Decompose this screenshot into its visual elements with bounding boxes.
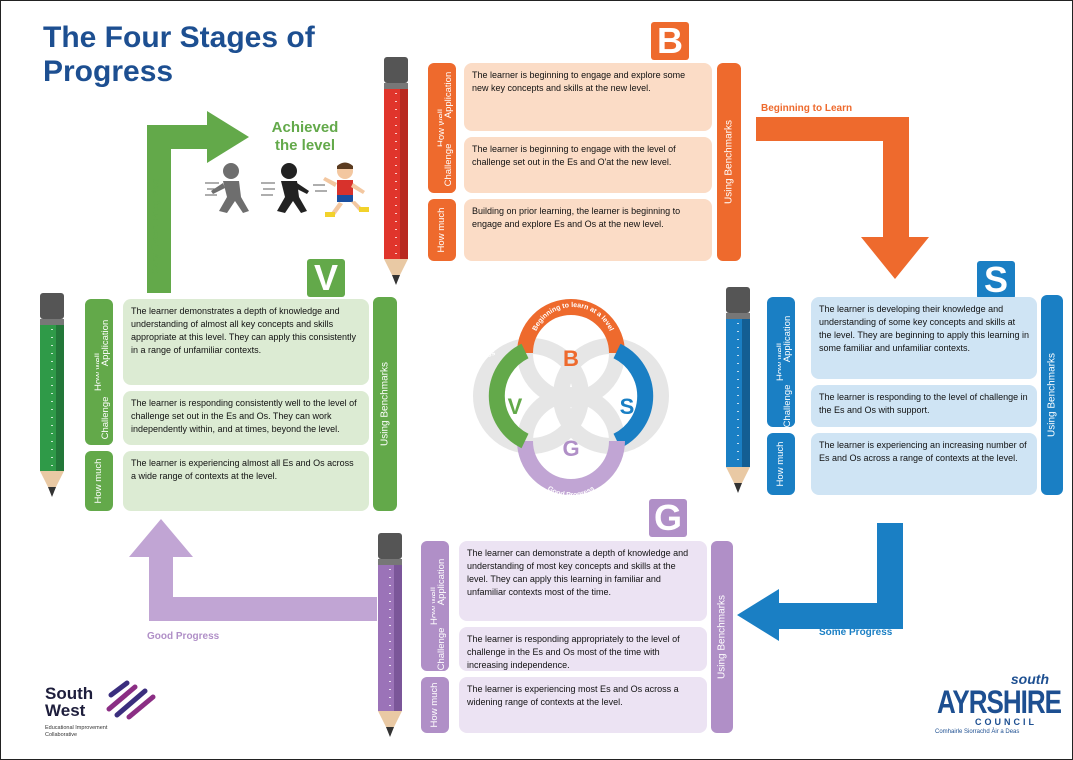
sw-logo-sub1: Educational Improvement: [45, 725, 108, 731]
card-g-breadth: The learner is experiencing most Es and …: [459, 677, 707, 733]
arrow-orange-shape: [756, 117, 929, 279]
sw-logo-mark-icon: [106, 680, 156, 720]
label-challenge-g: Challenge: [435, 627, 449, 671]
arrow-label-beginning: Beginning to Learn: [761, 103, 853, 114]
benchmarks-b: Using Benchmarks: [717, 63, 741, 261]
south-west-logo: South West Educational Improvement Colla…: [45, 680, 165, 745]
card-b-application: The learner is beginning to engage and e…: [464, 63, 712, 131]
sw-logo-text: South West: [45, 684, 94, 720]
card-b-breadth: Building on prior learning, the learner …: [464, 199, 712, 261]
card-g-challenge: The learner is responding appropriately …: [459, 627, 707, 671]
stage-letter-v: V: [307, 259, 345, 297]
stage-letter-s: S: [977, 261, 1015, 299]
card-v-application: The learner demonstrates a depth of know…: [123, 299, 369, 385]
stage-letter-g: G: [649, 499, 687, 537]
card-b-challenge: The learner is beginning to engage with …: [464, 137, 712, 193]
label-challenge-b: Challenge: [442, 137, 456, 193]
speed-lines: [205, 182, 327, 196]
runners-illustration: [205, 162, 369, 217]
label-challenge-s: Challenge: [781, 384, 795, 428]
stage-letter-b: B: [651, 22, 689, 60]
ay-gaelic: Comhairle Siorrachd Àir a Deas: [935, 729, 1020, 735]
ay-council: COUNCIL: [975, 717, 1037, 727]
label-how-much-s: How much: [767, 433, 795, 495]
benchmarks-v: Using Benchmarks: [373, 297, 397, 511]
runner-shadow-2-icon: [277, 163, 309, 213]
card-g-application: The learner can demonstrate a depth of k…: [459, 541, 707, 621]
label-application-g: Application: [435, 543, 449, 621]
arrow-green-shape: [147, 111, 249, 293]
label-application-s: Application: [781, 299, 795, 379]
label-challenge-v: Challenge: [99, 391, 113, 445]
arrow-label-good-progress: Good Progress: [147, 631, 220, 642]
pencil-blue-icon: [726, 287, 750, 493]
arc-v: [488, 343, 529, 449]
center-letter-v: V: [508, 394, 523, 419]
benchmarks-g: Using Benchmarks: [711, 541, 733, 733]
label-how-much-g: How much: [421, 677, 449, 733]
center-letter-s: S: [620, 394, 635, 419]
card-s-breadth: The learner is experiencing an increasin…: [811, 433, 1037, 495]
arrow-label-some-progress: Some Progress: [819, 627, 893, 638]
runner-boy-icon: [323, 162, 369, 217]
south-ayrshire-logo: south AYRSHIRE COUNCIL Comhairle Siorrac…: [931, 671, 1062, 751]
card-s-challenge: The learner is responding to the level o…: [811, 385, 1037, 427]
arc-g: [517, 440, 625, 495]
card-s-application: The learner is developing their knowledg…: [811, 297, 1037, 379]
arrow-purple-shape: [129, 519, 377, 621]
label-application-b: Application: [442, 65, 456, 125]
center-letter-b: B: [563, 346, 579, 371]
center-letter-g: G: [562, 436, 579, 461]
page-title: The Four Stages of Progress: [43, 21, 315, 88]
pencil-orange-icon: [384, 57, 408, 285]
label-application-v: Application: [99, 301, 113, 385]
sw-logo-sub2: Collaborative: [45, 732, 78, 738]
arrow-label-very-good-progress: Very Good Progress: [150, 178, 162, 275]
pencil-purple-icon: [378, 533, 402, 737]
arc-b: [517, 299, 625, 354]
benchmarks-s: Using Benchmarks: [1041, 295, 1063, 495]
card-v-challenge: The learner is responding consistently w…: [123, 391, 369, 445]
arrow-blue-shape: [737, 523, 903, 641]
runner-shadow-1-icon: [211, 163, 249, 213]
ay-south: south: [1010, 671, 1049, 687]
label-how-much-b: How much: [428, 199, 456, 261]
label-how-much-v: How much: [85, 451, 113, 511]
card-v-breadth: The learner is experiencing almost all E…: [123, 451, 369, 511]
arc-s: [613, 343, 654, 449]
center-cycle-diagram: B S G V Beginning to learn at a level So…: [460, 299, 684, 499]
ay-main: AYRSHIRE: [937, 683, 1062, 721]
pencil-green-icon: [40, 293, 64, 497]
achieved-label: Achieved the level: [271, 119, 339, 154]
